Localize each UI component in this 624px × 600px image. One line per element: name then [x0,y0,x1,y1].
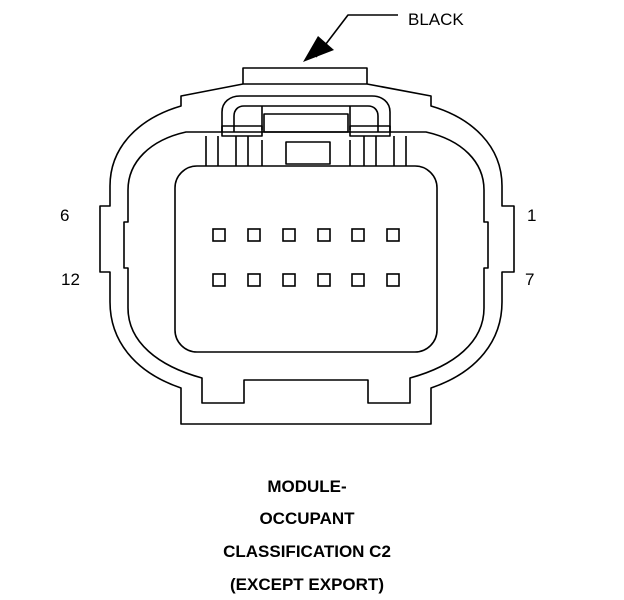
pin-11 [247,273,261,287]
terminal-cavity-face [174,165,438,353]
pin-1 [386,228,400,242]
pin-label-bottom-left: 12 [61,270,80,289]
caption-line-1: MODULE- [267,477,346,496]
caption-line-4: (EXCEPT EXPORT) [230,575,384,594]
pin-4 [282,228,296,242]
leader-arrow [303,14,398,62]
connector-key-tab [242,67,368,84]
connector-caption: MODULE- OCCUPANT CLASSIFICATION C2 (EXCE… [223,477,391,594]
pin-label-bottom-right: 7 [525,270,534,289]
pin-3 [317,228,331,242]
pin-2 [351,228,365,242]
pin-12 [212,273,226,287]
pin-5 [247,228,261,242]
caption-line-2: OCCUPANT [259,509,355,528]
connector-inner-shell [123,131,489,404]
wire-color-label: BLACK [408,10,464,29]
connector-outer-shell [99,83,515,425]
terminal-pins [212,228,400,287]
caption-line-3: CLASSIFICATION C2 [223,542,391,561]
pin-label-top-right: 1 [527,206,536,225]
pin-8 [351,273,365,287]
pin-10 [282,273,296,287]
connector-latch [205,95,407,166]
pin-6 [212,228,226,242]
pin-9 [317,273,331,287]
pin-label-top-left: 6 [60,206,69,225]
pin-7 [386,273,400,287]
